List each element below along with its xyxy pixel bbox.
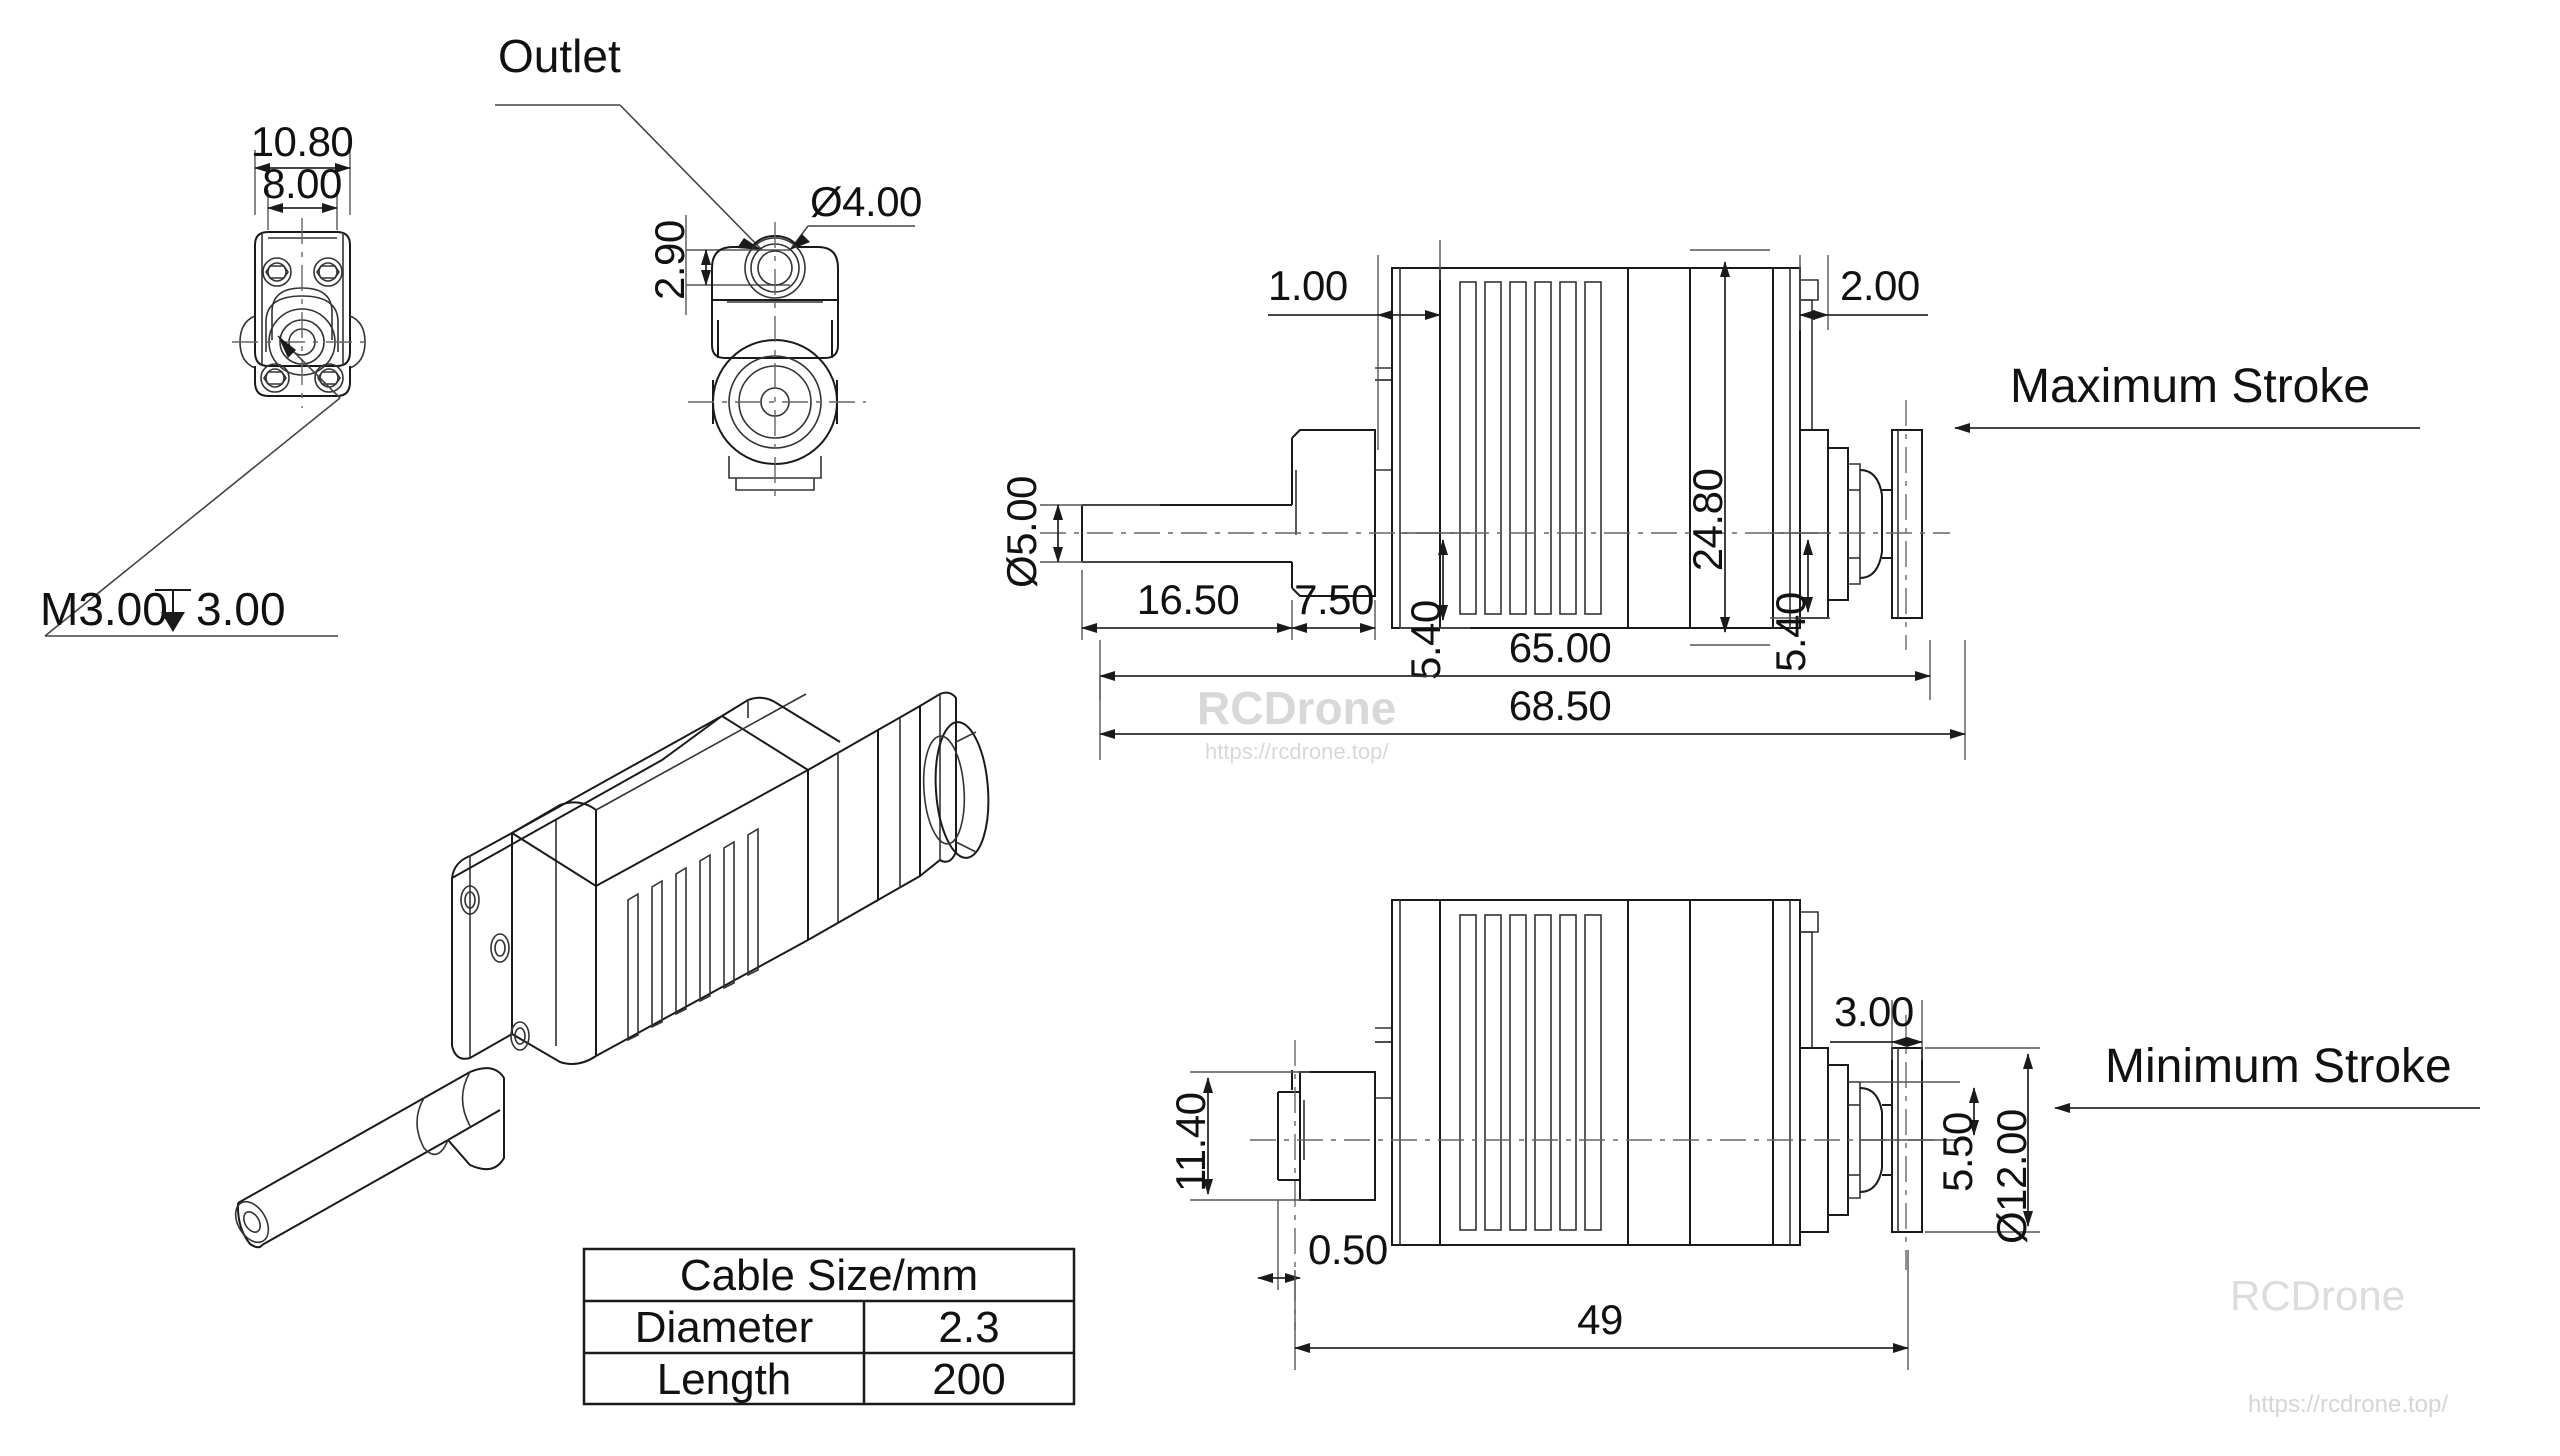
dim-overall-length-max: 68.50: [1099, 640, 1966, 760]
dim-collar-length: 7.50: [1291, 576, 1376, 640]
thread-callout: M3.00 3.00: [40, 583, 286, 635]
body-fins: [1459, 281, 1602, 615]
dim-axis-offset-left: 5.40: [1400, 532, 1470, 680]
dim-rod-length: 16.50: [1081, 570, 1293, 640]
front-view: 10.80 8.00: [40, 118, 372, 637]
watermark-center: RCDrone https://rcdrone.top/: [1197, 682, 1396, 764]
cable-table-row-1-label: Length: [657, 1355, 792, 1404]
dim-label-outlet-bore: Ø4.00: [810, 178, 922, 225]
max-stroke-label: Maximum Stroke: [2010, 360, 2370, 413]
dim-label-body-length: 65.00: [1509, 624, 1612, 671]
dim-rod-height: 11.40: [1167, 1071, 1310, 1201]
dim-hub-height: 5.50: [1860, 1081, 1981, 1192]
dim-body-height: 24.80: [1684, 249, 1770, 646]
dim-end-diameter: Ø12.00: [1925, 1047, 2040, 1244]
dim-label-collar-length: 7.50: [1294, 576, 1374, 623]
dim-overall-length-min: 49: [1294, 1250, 1909, 1370]
cable-table-row-0-value: 2.3: [938, 1303, 999, 1352]
dim-label-overall-length-max: 68.50: [1509, 682, 1612, 729]
dim-label-rod-length: 16.50: [1137, 576, 1240, 623]
dim-end-cap-thickness: 3.00: [1830, 988, 1923, 1060]
dim-body-length: 65.00: [1099, 624, 1931, 700]
dim-rod-diameter: Ø5.00: [998, 476, 1160, 588]
dim-rod-offset: 0.50: [1257, 1200, 1388, 1290]
dim-label-width-outer: 10.80: [251, 118, 354, 165]
cable-table-title: Cable Size/mm: [680, 1251, 978, 1300]
dim-label-flange-thickness: 1.00: [1268, 262, 1348, 309]
min-stroke-callout: Minimum Stroke: [2054, 1040, 2480, 1113]
outlet-leader: [495, 104, 763, 251]
dim-label-end-cap-thickness: 3.00: [1834, 988, 1914, 1035]
min-stroke-label: Minimum Stroke: [2105, 1040, 2452, 1093]
thread-callout-leader: [44, 335, 341, 637]
dim-label-axis-offset-left: 5.40: [1402, 600, 1449, 680]
outlet-label: Outlet: [498, 30, 621, 82]
watermark-center-url: https://rcdrone.top/: [1205, 739, 1389, 764]
dim-label-hub-height: 5.50: [1934, 1112, 1981, 1192]
dim-label-rod-diameter: Ø5.00: [998, 476, 1045, 588]
dim-label-end-diameter: Ø12.00: [1988, 1109, 2035, 1244]
watermark-br-brand: RCDrone: [2230, 1272, 2405, 1319]
dim-label-body-height: 24.80: [1684, 469, 1731, 572]
dim-width-inner: 8.00: [262, 160, 342, 230]
isometric-view: [234, 691, 990, 1249]
dim-label-axis-offset-right: 5.40: [1767, 592, 1814, 672]
cable-table-row-1-value: 200: [932, 1355, 1005, 1404]
dim-label-width-inner: 8.00: [262, 160, 342, 207]
min-stroke-view: 11.40 0.50 3.00 5.50 Ø12.00: [1167, 899, 2480, 1370]
dim-flange-thickness: 1.00: [1268, 240, 1441, 450]
dim-width-outer: 10.80: [251, 118, 354, 215]
dim-label-rear-cap: 2.00: [1840, 262, 1920, 309]
thread-callout-text: M3.00: [40, 583, 168, 635]
depth-symbol-icon: [155, 589, 191, 632]
dim-rear-cap: 2.00: [1799, 255, 1928, 330]
isometric-fins: [627, 827, 759, 1042]
watermark-bottom-right: RCDrone https://rcdrone.top/: [2230, 1272, 2448, 1418]
watermark-br-url: https://rcdrone.top/: [2248, 1391, 2448, 1418]
side-view: Outlet 2.90 Ø4.00: [495, 30, 922, 500]
thread-depth-text: 3.00: [196, 583, 286, 635]
dim-label-outlet-height: 2.90: [646, 220, 693, 300]
cable-size-table: Cable Size/mm Diameter 2.3 Length 200: [582, 1247, 1076, 1406]
max-stroke-view: Ø5.00 1.00 2.00 24.80: [998, 240, 2420, 760]
max-stroke-callout: Maximum Stroke: [1954, 360, 2420, 433]
dim-label-rod-height: 11.40: [1167, 1093, 1214, 1193]
dim-label-rod-offset: 0.50: [1308, 1226, 1388, 1273]
cable-table-row-0-label: Diameter: [635, 1303, 814, 1352]
body-fins-min: [1459, 914, 1602, 1231]
dim-outlet-height: 2.90: [646, 215, 790, 315]
dim-label-overall-length-min: 49: [1577, 1296, 1623, 1343]
dim-axis-offset-right: 5.40: [1767, 532, 1830, 672]
watermark-center-brand: RCDrone: [1197, 682, 1396, 734]
dim-outlet-bore: Ø4.00: [789, 178, 922, 251]
